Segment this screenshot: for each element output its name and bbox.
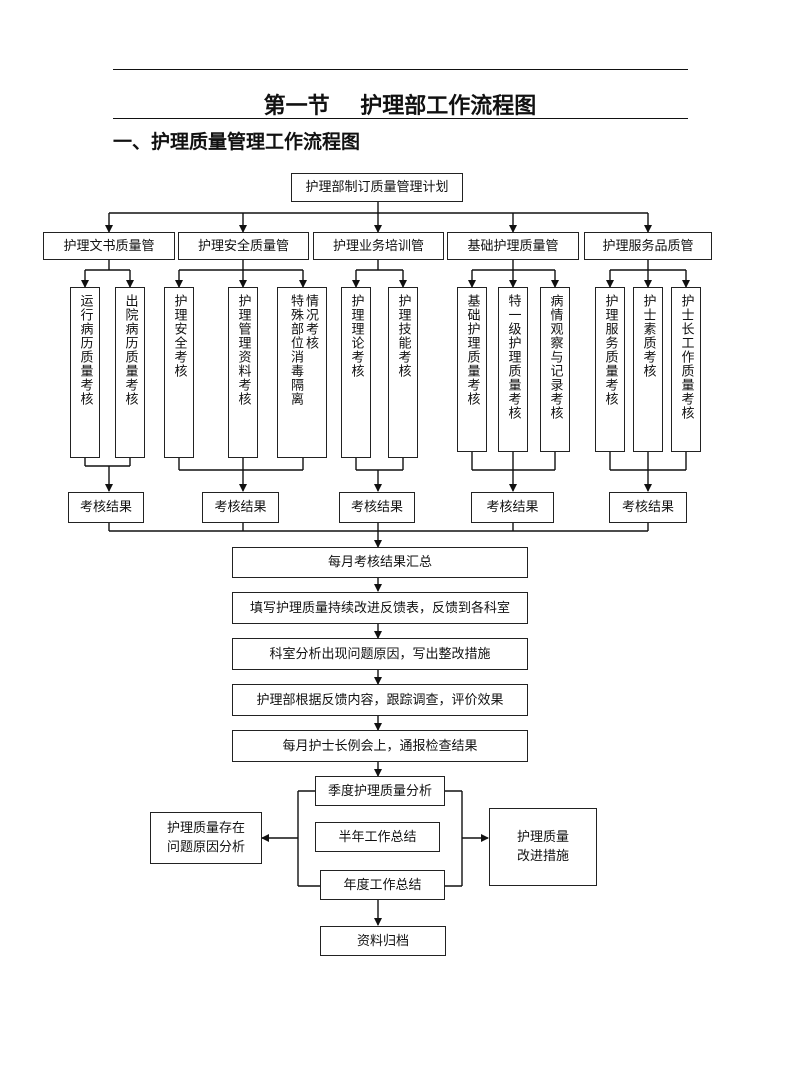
item-text: 护理技能考核 — [395, 294, 411, 378]
result-box: 考核结果 — [68, 492, 144, 523]
item-text: 护理安全考核 — [171, 294, 187, 378]
follow-up-box: 护理部根据反馈内容，跟踪调查，评价效果 — [232, 684, 528, 716]
group-box-safety: 护理安全质量管 — [178, 232, 309, 260]
half-year-summary-box: 半年工作总结 — [315, 822, 440, 852]
group-box-training: 护理业务培训管 — [313, 232, 444, 260]
improvement-line-2: 改进措施 — [516, 849, 569, 864]
title-underline — [113, 118, 688, 119]
archive-box: 资料归档 — [320, 926, 446, 956]
root-plan-box: 护理部制订质量管理计划 — [291, 173, 463, 202]
result-box: 考核结果 — [339, 492, 415, 523]
quarterly-analysis-box: 季度护理质量分析 — [315, 776, 445, 806]
item-box-special-first-level: 特一级护理质量考核 — [498, 287, 528, 452]
item-text: 护理服务质量考核 — [602, 294, 618, 406]
annual-summary-box: 年度工作总结 — [320, 870, 445, 900]
top-rule — [113, 69, 688, 70]
feedback-form-box: 填写护理质量持续改进反馈表，反馈到各科室 — [232, 592, 528, 624]
head-nurse-meeting-box: 每月护士长例会上，通报检查结果 — [232, 730, 528, 762]
item-box-head-nurse: 护士长工作质量考核 — [671, 287, 701, 452]
group-box-service: 护理服务品质管 — [584, 232, 712, 260]
improvement-measures-box: 护理质量 改进措施 — [489, 808, 597, 886]
item-box-nurse-quality: 护士素质考核 — [633, 287, 663, 452]
group-box-basic-care: 基础护理质量管 — [447, 232, 579, 260]
item-text: 护理管理资料考核 — [235, 294, 251, 406]
item-text: 基础护理质量考核 — [464, 294, 480, 406]
item-text: 特一级护理质量考核 — [505, 294, 521, 420]
problem-analysis-line-1: 护理质量存在 — [166, 820, 245, 836]
item-box-observation: 病情观察与记录考核 — [540, 287, 570, 452]
item-text: 病情观察与记录考核 — [547, 294, 563, 420]
item-text: 特殊部位消毒隔离 — [288, 294, 303, 406]
item-box-management-data: 护理管理资料考核 — [228, 287, 258, 458]
department-analysis-box: 科室分析出现问题原因，写出整改措施 — [232, 638, 528, 670]
problem-analysis-box: 护理质量存在 问题原因分析 — [150, 812, 262, 864]
result-box: 考核结果 — [471, 492, 554, 523]
item-box-service-quality: 护理服务质量考核 — [595, 287, 625, 452]
improvement-line-1: 护理质量 — [516, 829, 569, 845]
subsection-title: 一、护理质量管理工作流程图 — [113, 131, 361, 153]
item-box-theory: 护理理论考核 — [341, 287, 371, 458]
item-box-disinfection: 特殊部位消毒隔离 情况考核 — [277, 287, 327, 458]
item-text: 护士素质考核 — [640, 294, 656, 378]
item-text: 护士长工作质量考核 — [678, 294, 694, 420]
result-box: 考核结果 — [609, 492, 687, 523]
monthly-summary-box: 每月考核结果汇总 — [232, 547, 528, 578]
item-text: 情况考核 — [302, 294, 318, 350]
item-box-skills: 护理技能考核 — [388, 287, 418, 458]
item-box-running-records: 运行病历质量考核 — [70, 287, 100, 458]
item-text: 出院病历质量考核 — [122, 294, 138, 406]
item-box-discharge-records: 出院病历质量考核 — [115, 287, 145, 458]
problem-analysis-line-2: 问题原因分析 — [166, 840, 245, 855]
section-title: 第一节 护理部工作流程图 — [263, 94, 537, 119]
group-box-documentation: 护理文书质量管 — [43, 232, 175, 260]
result-box: 考核结果 — [202, 492, 279, 523]
item-box-basic-quality: 基础护理质量考核 — [457, 287, 487, 452]
item-box-safety-check: 护理安全考核 — [164, 287, 194, 458]
item-text: 护理理论考核 — [348, 294, 364, 378]
item-text: 运行病历质量考核 — [77, 294, 93, 406]
